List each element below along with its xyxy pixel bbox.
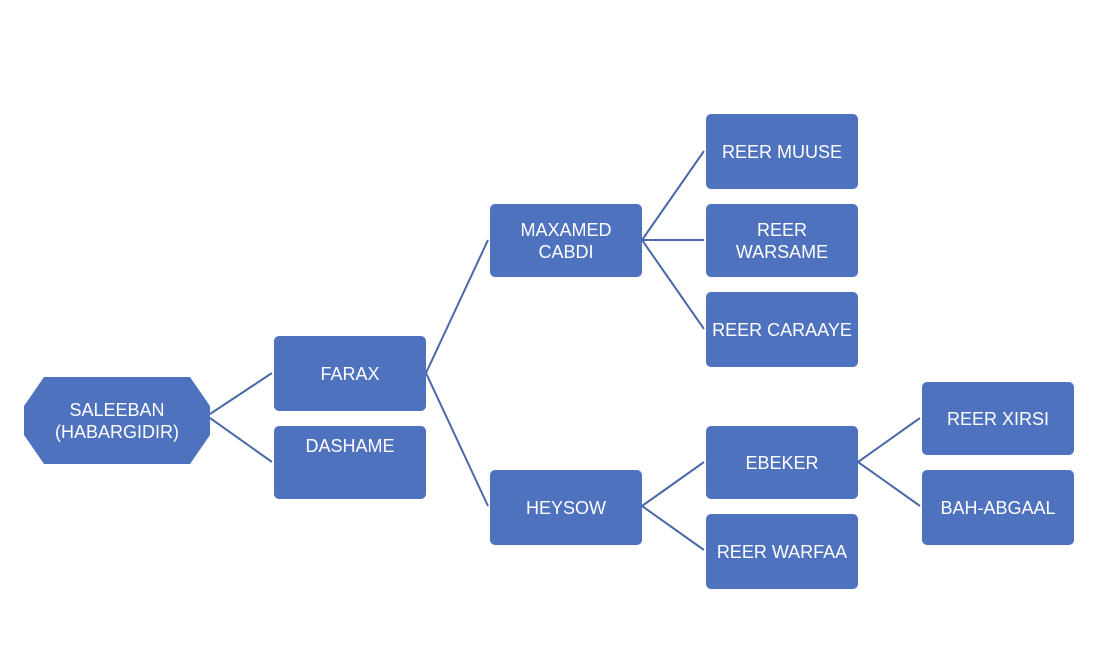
connector-ebeker-bahabgaal: [857, 461, 921, 507]
octagon-shape: [24, 377, 210, 464]
node-bah-abgaal: BAH-ABGAAL: [922, 470, 1074, 545]
connector-root-dashame: [209, 417, 273, 463]
node-root-saleeban: SALEEBAN (HABARGIDIR): [24, 377, 210, 464]
connector-heysow-ebeker: [641, 461, 705, 507]
connector-ebeker-xirsi: [857, 417, 921, 463]
node-ebeker: EBEKER: [706, 426, 858, 499]
node-farax: FARAX: [274, 336, 426, 411]
connector-farax-maxamed: [425, 239, 489, 374]
node-maxamed-cabdi: MAXAMED CABDI: [490, 204, 642, 277]
connector-farax-heysow: [425, 372, 489, 507]
connector-maxamed-muuse: [641, 150, 705, 241]
node-reer-warsame: REER WARSAME: [706, 204, 858, 277]
node-reer-caraaye: REER CARAAYE: [706, 292, 858, 367]
node-reer-muuse: REER MUUSE: [706, 114, 858, 189]
node-heysow: HEYSOW: [490, 470, 642, 545]
node-reer-xirsi: REER XIRSI: [922, 382, 1074, 455]
connector-maxamed-caraaye: [641, 239, 705, 330]
node-reer-warfaa: REER WARFAA: [706, 514, 858, 589]
node-root-label: SALEEBAN (HABARGIDIR): [54, 399, 179, 442]
connector-heysow-warfaa: [641, 505, 705, 551]
connector-root-farax: [209, 372, 273, 415]
node-dashame: DASHAME: [274, 426, 426, 499]
